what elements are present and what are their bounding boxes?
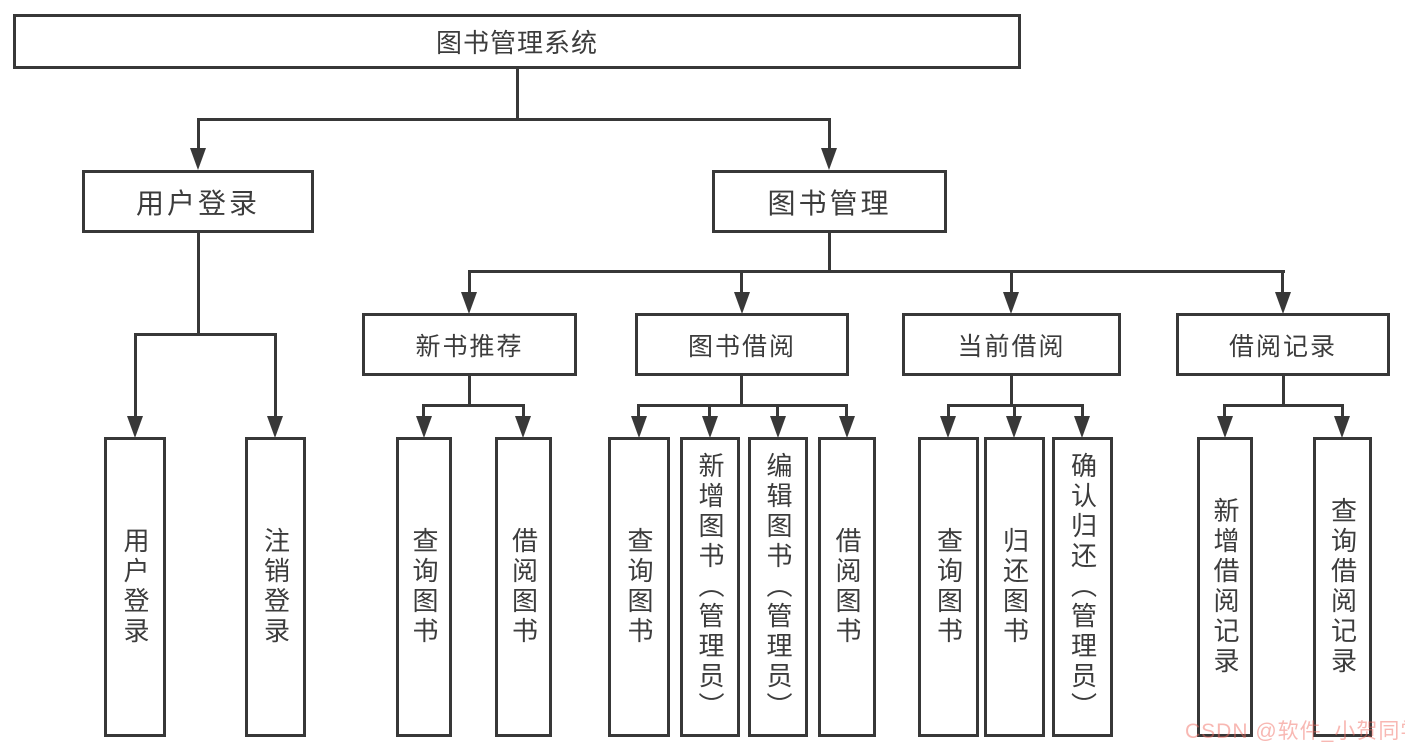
leaf-query-books-3: 查询图书 xyxy=(918,437,979,737)
arrow-down-icon xyxy=(940,416,956,438)
connector-shaft xyxy=(422,404,425,418)
arrow-down-icon xyxy=(267,416,283,438)
node-book-management-system: 图书管理系统 xyxy=(13,14,1021,69)
node-user-login-branch: 用户登录 xyxy=(82,170,314,233)
node-label: 当前借阅 xyxy=(957,332,1066,361)
connector-stem xyxy=(740,376,743,407)
arrow-down-icon xyxy=(734,292,750,314)
leaf-return-books: 归还图书 xyxy=(984,437,1045,737)
arrow-down-icon xyxy=(461,292,477,314)
node-borrowing-records: 借阅记录 xyxy=(1176,313,1390,376)
node-label: 借阅图书 xyxy=(832,527,862,647)
leaf-user-login: 用户登录 xyxy=(104,437,166,737)
leaf-confirm-return-admin: 确认归还（管理员） xyxy=(1052,437,1113,737)
connector-shaft xyxy=(522,404,525,418)
connector-shaft xyxy=(845,404,848,418)
arrow-down-icon xyxy=(631,416,647,438)
connector-shaft xyxy=(1013,404,1016,418)
node-book-borrowing: 图书借阅 xyxy=(635,313,849,376)
node-label: 查询图书 xyxy=(409,527,439,647)
leaf-add-books-admin: 新增图书（管理员） xyxy=(680,437,740,737)
node-label: 用户登录 xyxy=(120,527,150,647)
arrow-down-icon xyxy=(702,416,718,438)
connector-stem xyxy=(468,376,471,407)
connector-shaft xyxy=(197,118,200,150)
arrow-down-icon xyxy=(1006,416,1022,438)
arrow-down-icon xyxy=(127,416,143,438)
node-book-management-branch: 图书管理 xyxy=(712,170,947,233)
node-current-borrowing: 当前借阅 xyxy=(902,313,1121,376)
arrow-down-icon xyxy=(190,148,206,170)
connector-shaft xyxy=(708,404,711,418)
node-label: 图书管理系统 xyxy=(435,28,598,58)
node-label: 归还图书 xyxy=(999,527,1030,647)
arrow-down-icon xyxy=(770,416,786,438)
connector-shaft xyxy=(468,270,471,294)
connector-split xyxy=(637,404,848,407)
connector-shaft xyxy=(1223,404,1226,418)
connector-shaft xyxy=(740,270,743,294)
connector-root-stem xyxy=(516,69,519,121)
leaf-query-books-2: 查询图书 xyxy=(608,437,670,737)
connector-shaft xyxy=(1341,404,1344,418)
node-label: 注销登录 xyxy=(260,527,291,647)
connector-stem xyxy=(1282,376,1285,407)
arrow-down-icon xyxy=(1003,292,1019,314)
node-label: 借阅图书 xyxy=(508,527,539,647)
leaf-edit-books-admin: 编辑图书（管理员） xyxy=(748,437,808,737)
connector-book-mgmt-split xyxy=(468,270,1285,273)
leaf-add-borrow-record: 新增借阅记录 xyxy=(1197,437,1253,737)
connector-split xyxy=(423,404,525,407)
connector-book-mgmt-stem xyxy=(828,233,831,273)
node-label: 查询图书 xyxy=(933,527,964,647)
connector-user-login-split xyxy=(134,333,277,336)
connector-shaft xyxy=(637,404,640,418)
connector-split xyxy=(1224,404,1344,407)
node-label: 新书推荐 xyxy=(415,332,524,361)
node-label: 图书管理 xyxy=(767,187,892,219)
connector-stem xyxy=(1010,376,1013,407)
arrow-down-icon xyxy=(839,416,855,438)
arrow-down-icon xyxy=(1074,416,1090,438)
connector-shaft xyxy=(134,333,137,418)
arrow-down-icon xyxy=(515,416,531,438)
connector-root-split xyxy=(197,118,831,121)
leaf-query-borrow-record: 查询借阅记录 xyxy=(1313,437,1372,737)
node-label: 新增图书（管理员） xyxy=(695,452,725,722)
arrow-down-icon xyxy=(1275,292,1291,314)
node-label: 查询借阅记录 xyxy=(1327,497,1358,677)
node-new-book-recommendation: 新书推荐 xyxy=(362,313,577,376)
leaf-logout: 注销登录 xyxy=(245,437,306,737)
arrow-down-icon xyxy=(1217,416,1233,438)
leaf-query-books-1: 查询图书 xyxy=(396,437,452,737)
connector-shaft xyxy=(274,333,277,418)
node-label: 用户登录 xyxy=(135,187,260,219)
connector-shaft xyxy=(828,118,831,150)
arrow-down-icon xyxy=(1334,416,1350,438)
watermark: CSDN @软件_小贺同学 xyxy=(1185,720,1405,743)
arrow-down-icon xyxy=(416,416,432,438)
connector-shaft xyxy=(947,404,950,418)
connector-shaft xyxy=(1281,270,1284,294)
connector-shaft xyxy=(776,404,779,418)
leaf-borrow-books-1: 借阅图书 xyxy=(495,437,552,737)
connector-user-login-stem xyxy=(197,233,200,336)
node-label: 新增借阅记录 xyxy=(1210,497,1240,677)
node-label: 图书借阅 xyxy=(687,332,796,361)
connector-shaft xyxy=(1081,404,1084,418)
node-label: 借阅记录 xyxy=(1228,332,1337,361)
node-label: 确认归还（管理员） xyxy=(1067,452,1098,722)
node-label: 编辑图书（管理员） xyxy=(763,452,793,722)
connector-shaft xyxy=(1010,270,1013,294)
leaf-borrow-books-2: 借阅图书 xyxy=(818,437,876,737)
arrow-down-icon xyxy=(821,148,837,170)
node-label: 查询图书 xyxy=(624,527,654,647)
